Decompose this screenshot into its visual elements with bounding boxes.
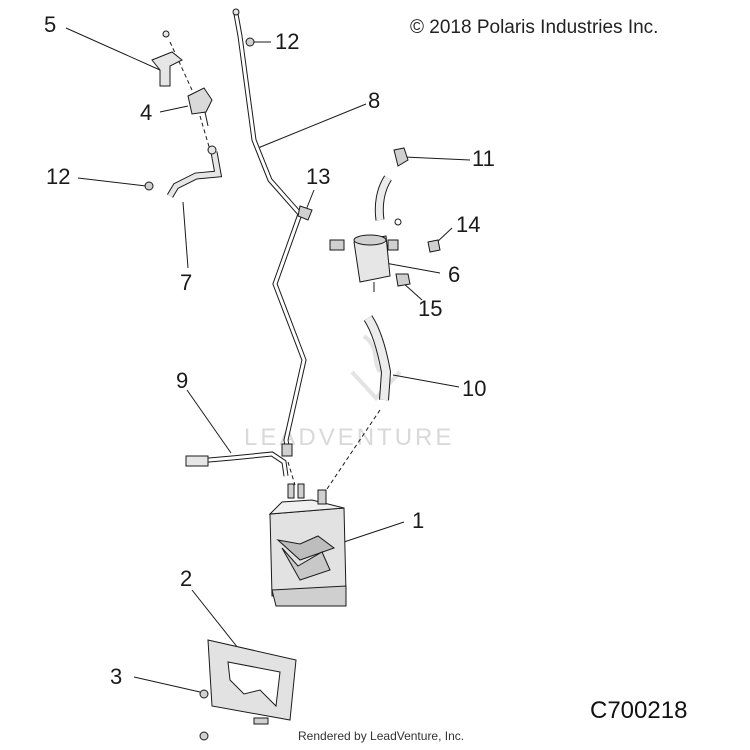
callout-12-top: 12 [275, 29, 299, 54]
assembly-dashes [169, 41, 381, 493]
rendered-by-credit: Rendered by LeadVenture, Inc. [298, 729, 465, 743]
hose-part-7[interactable] [166, 145, 223, 198]
valve-part-4[interactable] [187, 87, 213, 127]
callout-1: 1 [412, 508, 424, 533]
callout-9: 9 [176, 368, 188, 393]
canister-part-1[interactable] [268, 483, 347, 607]
callout-10: 10 [462, 376, 486, 401]
callout-7: 7 [180, 270, 192, 295]
clamp-part-15[interactable] [395, 273, 411, 287]
copyright-text: © 2018 Polaris Industries Inc. [410, 17, 659, 38]
hose-part-9[interactable] [185, 451, 289, 477]
callout-3: 3 [110, 664, 122, 689]
callout-2: 2 [180, 566, 192, 591]
callout-15: 15 [418, 296, 442, 321]
drawing-id: C700218 [590, 697, 688, 724]
callout-5: 5 [44, 12, 56, 37]
callout-12-left: 12 [46, 164, 70, 189]
callout-11: 11 [472, 146, 495, 171]
clamp-part-12[interactable] [144, 37, 255, 191]
leadventure-watermark: LEADVENTURE [244, 424, 455, 451]
filter-part-6[interactable] [329, 234, 399, 292]
short-hose[interactable] [374, 175, 392, 221]
vent-line-part-8[interactable] [232, 8, 307, 457]
clip-part-14[interactable] [394, 218, 441, 253]
leader-lines [65, 27, 471, 693]
fitting-part-11[interactable] [393, 147, 409, 167]
bracket-part-5[interactable] [151, 30, 183, 87]
callout-13: 13 [306, 164, 330, 189]
clip-part-13[interactable] [297, 205, 313, 221]
callout-8: 8 [368, 88, 380, 113]
callout-labels: 5 12 4 8 11 12 13 14 7 6 15 9 10 1 2 3 [44, 12, 495, 689]
watermark-logo [350, 334, 402, 401]
callout-4: 4 [140, 100, 152, 125]
callout-14: 14 [456, 212, 480, 237]
screw-part-3[interactable] [199, 689, 269, 741]
callout-6: 6 [448, 262, 460, 287]
bracket-part-2[interactable] [207, 639, 297, 721]
hose-part-10[interactable] [363, 315, 392, 401]
